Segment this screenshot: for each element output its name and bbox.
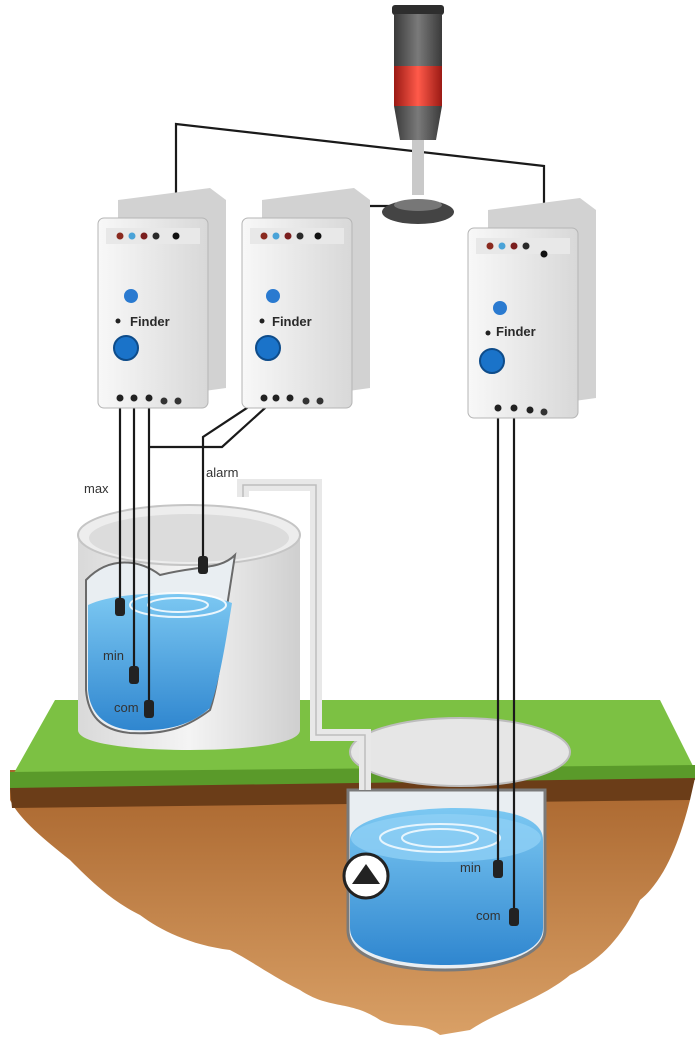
- logo-icon: [266, 289, 280, 303]
- label-min-lower: min: [460, 860, 481, 875]
- adjust-knob[interactable]: [113, 335, 139, 361]
- relay-brand: Finder: [130, 314, 170, 329]
- pipe: [237, 479, 371, 790]
- relay-2: Finder: [241, 188, 370, 409]
- probe-com-upper: [144, 700, 154, 718]
- warning-beacon-icon: [382, 5, 454, 224]
- label-alarm: alarm: [206, 465, 239, 480]
- tank-water: [88, 593, 232, 731]
- relay-3: Finder: [467, 198, 596, 419]
- pipe-outline: [242, 484, 366, 790]
- label-max: max: [84, 481, 109, 496]
- label-com-lower: com: [476, 908, 501, 923]
- label-min-upper: min: [103, 648, 124, 663]
- tank-opening: [89, 514, 289, 562]
- lower-well: [346, 717, 571, 972]
- labels: max alarm min com min com: [84, 465, 501, 923]
- pump-triangle-icon: [342, 852, 390, 900]
- probe-com-lower: [509, 908, 519, 926]
- wire-link: [149, 397, 277, 449]
- adjust-knob[interactable]: [479, 348, 505, 374]
- logo-icon: [124, 289, 138, 303]
- ripple: [379, 823, 501, 853]
- relay-1: Finder: [97, 188, 226, 409]
- probe-alarm: [198, 556, 208, 574]
- logo-icon: [493, 301, 507, 315]
- adjust-knob[interactable]: [255, 335, 281, 361]
- ripple: [401, 828, 479, 848]
- wire-alarm: [201, 397, 263, 560]
- probe-max: [115, 598, 125, 616]
- well-rim: [349, 717, 571, 787]
- ripple: [129, 592, 227, 618]
- probe-min-upper: [129, 666, 139, 684]
- well-water-surface: [351, 814, 541, 862]
- probes: [115, 556, 519, 926]
- upper-tank: [77, 504, 301, 750]
- relay-brand: Finder: [272, 314, 312, 329]
- relay-brand: Finder: [496, 324, 536, 339]
- probe-min-lower: [493, 860, 503, 878]
- label-com-upper: com: [114, 700, 139, 715]
